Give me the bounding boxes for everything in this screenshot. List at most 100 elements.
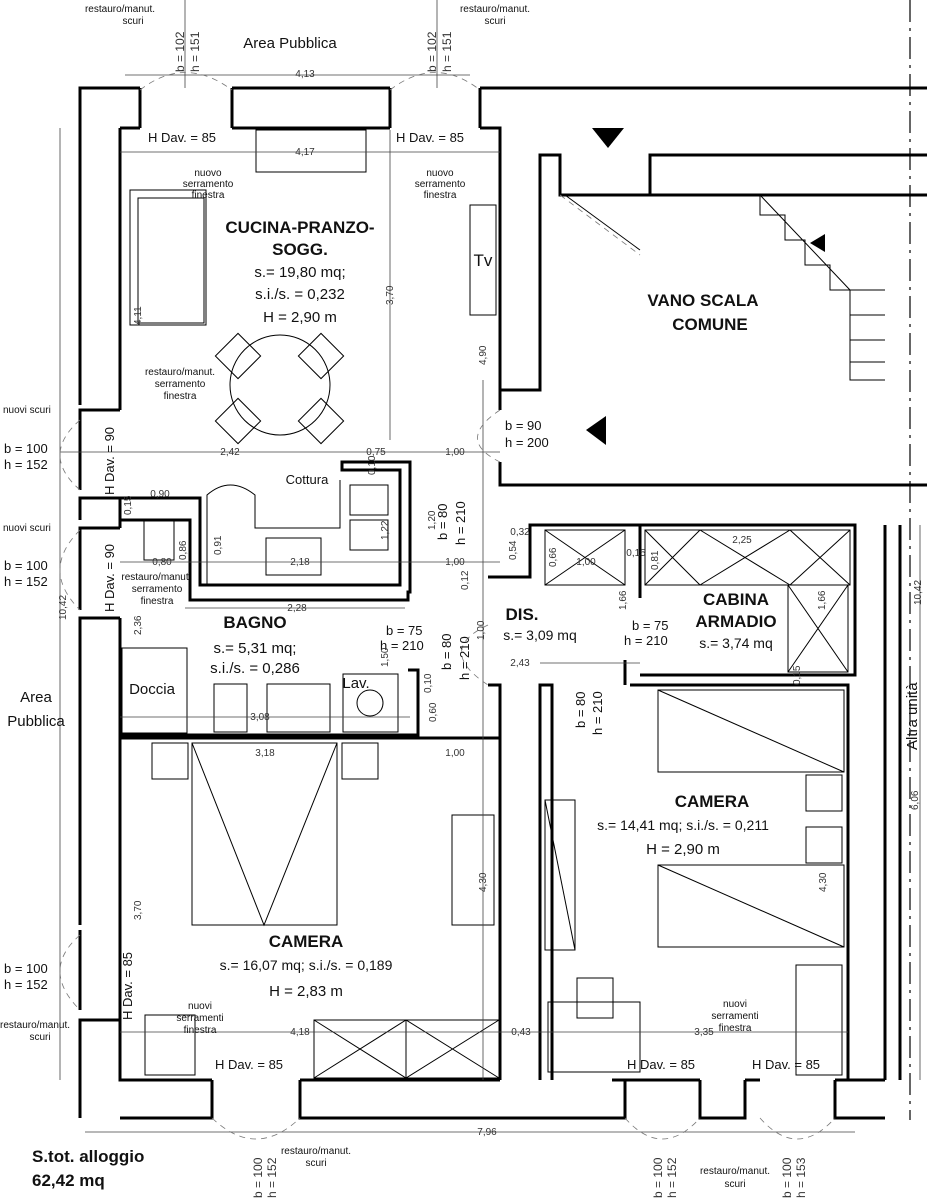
room-ratio: s.i./s. = 0,232 [255, 286, 345, 303]
dimension: 0,10 [423, 673, 434, 693]
dimension: 0,10 [367, 455, 378, 475]
note: nuovi scuri [3, 405, 51, 416]
note: restauro/manut. [281, 1146, 351, 1157]
dimension: 0,81 [650, 550, 661, 570]
window-height: h = 152 [665, 1157, 679, 1198]
dimension: 2,28 [287, 603, 307, 614]
arrow-down-icon [592, 128, 624, 148]
note: serramento [415, 179, 466, 190]
sill-height: H Dav. = 85 [396, 130, 464, 145]
top-labels: Area Pubblica restauro/manut. scuri rest… [85, 4, 530, 201]
note: restauro/manut. [0, 1020, 70, 1031]
dimension: 10,42 [913, 580, 924, 605]
window-width: b = 100 [4, 441, 48, 456]
dimension: 0,60 [428, 702, 439, 722]
note: restauro/manut. [700, 1166, 770, 1177]
dimension: 2,18 [290, 557, 310, 568]
dimension: 0,66 [548, 547, 559, 567]
sill-height: H Dav. = 85 [215, 1057, 283, 1072]
dimension: 1,00 [576, 557, 596, 568]
note: serramento [155, 379, 206, 390]
area-label-top: Area Pubblica [243, 35, 337, 52]
room-area: s.= 19,80 mq; [254, 264, 345, 281]
note: finestra [184, 1025, 217, 1036]
sink-icon [356, 689, 384, 717]
note: serramenti [176, 1013, 223, 1024]
room-name: CUCINA-PRANZO- [225, 218, 374, 237]
dimension: 0,12 [460, 570, 471, 590]
shower-label: Doccia [129, 681, 176, 698]
note: serramenti [711, 1011, 758, 1022]
dimension: 4,30 [818, 872, 829, 892]
dimension: 2,43 [510, 658, 530, 669]
room-bedroom-right: CAMERA s.= 14,41 mq; s.i./s. = 0,211 H =… [597, 580, 924, 892]
note: restauro/manut. [85, 4, 155, 15]
sill-height: H Dav. = 90 [102, 544, 117, 612]
dimension: 1,00 [445, 447, 465, 458]
window-height: h = 152 [4, 977, 48, 992]
room-name: CAMERA [675, 792, 750, 811]
dimension: 3,35 [694, 1027, 714, 1038]
room-name: CAMERA [269, 932, 344, 951]
dimension: 2,42 [220, 447, 240, 458]
sink-label: Lav. [342, 675, 369, 692]
room-ratio: s.i./s. = 0,286 [210, 660, 300, 677]
dimension: 3,70 [385, 285, 396, 305]
dimension: 4,11 [133, 306, 144, 325]
dimension: 0,43 [511, 1027, 531, 1038]
dimension: 6,06 [910, 790, 921, 810]
window-height: h = 151 [188, 31, 202, 72]
note: nuovi scuri [3, 523, 51, 534]
door-height: h = 210 [457, 636, 472, 680]
room-area: s.= 14,41 mq; s.i./s. = 0,211 [597, 817, 769, 833]
window-height: h = 152 [4, 574, 48, 589]
tv-unit [469, 204, 497, 316]
door-height: h = 210 [590, 691, 605, 735]
dimension: 2,25 [732, 535, 752, 546]
window-height: h = 152 [265, 1157, 279, 1198]
door-width: b = 80 [439, 633, 454, 670]
room-name: SOGG. [272, 240, 328, 259]
sofa [129, 189, 207, 326]
door-width: b = 80 [435, 503, 450, 540]
dimension: 1,00 [476, 620, 487, 640]
dimension: 0,15 [626, 548, 646, 559]
room-area: s.= 3,09 mq [503, 627, 577, 643]
cooking-label: Cottura [286, 472, 329, 487]
window-width: b = 100 [4, 558, 48, 573]
note: scuri [724, 1179, 745, 1190]
note: restauro/manut. [145, 367, 215, 378]
sill-height: H Dav. = 85 [148, 130, 216, 145]
door-height: h = 210 [624, 633, 668, 648]
dimension: 7,96 [477, 1127, 497, 1138]
dimension: 0,80 [152, 557, 172, 568]
note: scuri [305, 1158, 326, 1169]
room-closet: CABINA ARMADIO s.= 3,74 mq b = 75 h = 21… [624, 590, 777, 651]
left-labels: nuovi scuri nuovi scuri restauro/manut. … [3, 367, 215, 1020]
window-width: b = 100 [651, 1157, 665, 1198]
sill-height: H Dav. = 85 [627, 1057, 695, 1072]
room-area: s.= 16,07 mq; s.i./s. = 0,189 [220, 957, 393, 973]
dimension: 4,13 [295, 69, 315, 80]
dimension: 0,90 [150, 489, 170, 500]
note: scuri [29, 1032, 50, 1043]
note: nuovi [188, 1001, 212, 1012]
window-height: h = 152 [4, 457, 48, 472]
room-area: s.= 3,74 mq [699, 635, 773, 651]
area-label-left: Area [20, 689, 52, 706]
room-area: s.= 5,31 mq; [214, 640, 297, 657]
dimension: 1,00 [445, 557, 465, 568]
room-height: H = 2,83 m [269, 983, 343, 1000]
door-width: b = 90 [505, 418, 542, 433]
note: scuri [122, 16, 143, 27]
window-width: b = 102 [173, 31, 187, 72]
door-height: h = 210 [380, 638, 424, 653]
note: nuovo [426, 168, 454, 179]
window-width: b = 102 [425, 31, 439, 72]
window-width: b = 100 [780, 1157, 794, 1198]
room-name: CABINA [703, 590, 769, 609]
note: finestra [164, 391, 197, 402]
furniture [59, 0, 921, 1140]
door-width: b = 75 [632, 618, 669, 633]
